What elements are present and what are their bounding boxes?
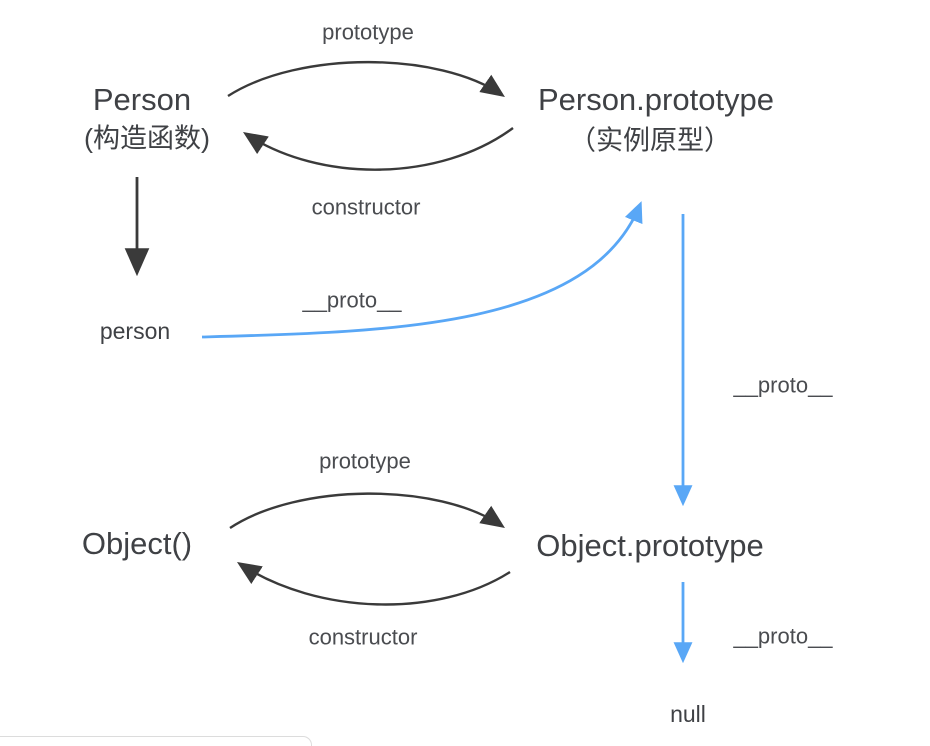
edge-label-proto-person: __proto__ — [302, 287, 402, 313]
edge-label-constructor-bottom: constructor — [308, 624, 418, 650]
edge-prototype-bottom — [229, 492, 505, 530]
edge-proto-person — [201, 201, 643, 339]
edge-constructor-bottom — [236, 562, 511, 606]
node-person-constructor-title: Person — [92, 82, 192, 118]
edge-label-proto-object-prototype: __proto__ — [733, 623, 833, 649]
edge-label-prototype-top: prototype — [322, 19, 414, 45]
node-person-constructor-subtitle: (构造函数) — [84, 123, 210, 154]
edge-label-constructor-top: constructor — [311, 194, 421, 220]
node-object-constructor: Object() — [81, 526, 193, 562]
edge-prototype-top — [227, 60, 505, 98]
edge-label-proto-person-prototype: __proto__ — [733, 372, 833, 398]
node-object-prototype: Object.prototype — [536, 528, 764, 564]
node-person-instance: person — [99, 317, 171, 344]
node-person-prototype-subtitle: （实例原型） — [569, 125, 731, 156]
edge-constructor-top — [242, 127, 514, 171]
node-person-prototype-title: Person.prototype — [537, 82, 775, 118]
partial-panel-edge — [0, 736, 312, 746]
edge-label-prototype-bottom: prototype — [319, 448, 411, 474]
node-null: null — [670, 700, 706, 727]
